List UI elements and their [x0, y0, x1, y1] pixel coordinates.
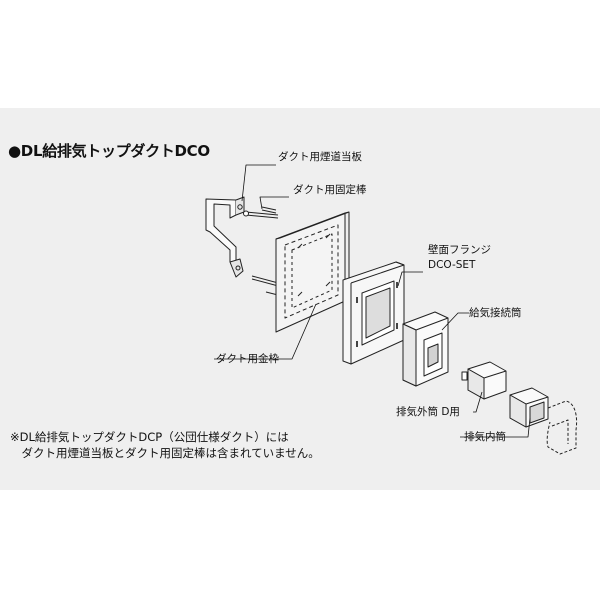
footnote: ※DL給排気トップダクトDCP（公団仕様ダクト）には ダクト用煙道当板とダクト用…: [10, 429, 320, 461]
label-duct-metal-frame: ダクト用金枠: [216, 353, 279, 365]
label-exhaust-connection-tube: 給気接続筒: [469, 307, 522, 319]
label-exhaust-inner-tube: 排気内筒: [464, 431, 506, 443]
smoke-plate-part: [205, 196, 245, 278]
footnote-line-1: ※DL給排気トップダクトDCP（公団仕様ダクト）には: [10, 430, 289, 444]
footnote-line-2: ダクト用煙道当板とダクト用固定棒は含まれていません。: [10, 446, 320, 460]
fixing-rods-part: [243, 206, 283, 297]
wall-flange-part: [342, 261, 405, 365]
outer-tube-part: [461, 361, 507, 400]
inner-tube-part: [509, 387, 549, 428]
label-exhaust-outer-tube: 排気外筒 D用: [396, 406, 460, 418]
label-duct-smoke-plate: ダクト用煙道当板: [278, 151, 362, 163]
leader-lines: [214, 164, 531, 438]
connection-tube-part: [402, 311, 449, 387]
dashed-elbow-outline: [546, 400, 578, 455]
duct-metal-frame-part: [275, 211, 350, 333]
diagram-title: ●DL給排気トップダクトDCO: [8, 142, 210, 160]
label-wall-flange-model: DCO-SET: [428, 259, 476, 271]
label-wall-flange: 壁面フランジ: [428, 244, 491, 256]
label-duct-fixing-rod: ダクト用固定棒: [293, 184, 367, 196]
